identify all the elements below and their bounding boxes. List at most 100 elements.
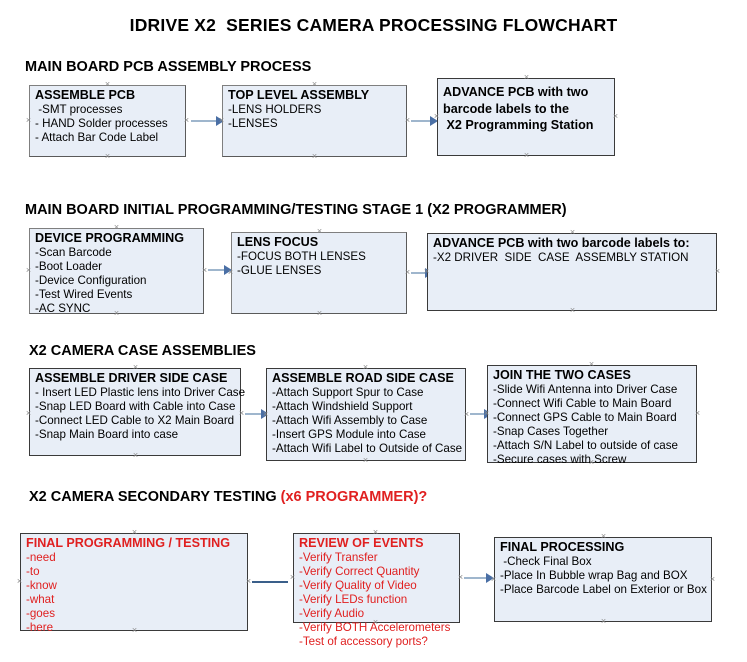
resize-handle-top[interactable] bbox=[523, 74, 530, 81]
box-line: -Attach S/N Label to outside of case bbox=[493, 439, 678, 452]
box-line: -Verify Quality of Video bbox=[299, 579, 417, 592]
box-title: LENS FOCUS bbox=[237, 235, 319, 249]
resize-handle-bottom[interactable] bbox=[569, 307, 576, 314]
resize-handle-bottom[interactable] bbox=[131, 627, 138, 634]
connector-line bbox=[470, 413, 486, 415]
box-title: ASSEMBLE DRIVER SIDE CASE bbox=[35, 371, 228, 385]
box-title: ADVANCE PCB with two barcode labels to: bbox=[433, 236, 690, 250]
box-line: -Device Configuration bbox=[35, 274, 147, 287]
resize-handle-bottom[interactable] bbox=[600, 618, 607, 625]
resize-handle-top[interactable] bbox=[131, 529, 138, 536]
resize-handle-bottom[interactable] bbox=[316, 310, 323, 317]
box-line: -Secure cases with Screw bbox=[493, 453, 627, 466]
box-line: -Boot Loader bbox=[35, 260, 103, 273]
box-line: -here bbox=[26, 621, 54, 634]
box-line: -Verify Audio bbox=[299, 607, 365, 620]
box-line: -FOCUS BOTH LENSES bbox=[237, 250, 366, 263]
resize-handle-left[interactable] bbox=[16, 578, 23, 585]
box-line: -Test Wired Events bbox=[35, 288, 133, 301]
resize-handle-right[interactable] bbox=[404, 269, 411, 276]
box-line: -Snap Cases Together bbox=[493, 425, 609, 438]
box-line: -Place In Bubble wrap Bag and BOX bbox=[500, 569, 688, 582]
resize-handle-bottom[interactable] bbox=[104, 153, 111, 160]
resize-handle-bottom[interactable] bbox=[523, 152, 530, 159]
resize-handle-bottom[interactable] bbox=[588, 459, 595, 466]
connector-line bbox=[191, 120, 218, 122]
resize-handle-left[interactable] bbox=[289, 574, 296, 581]
resize-handle-top[interactable] bbox=[104, 81, 111, 88]
box-advance-pcb-station[interactable]: ADVANCE PCB with two barcode labels to t… bbox=[437, 78, 615, 156]
resize-handle-right[interactable] bbox=[404, 117, 411, 124]
box-line: - Insert LED Plastic lens into Driver Ca… bbox=[35, 386, 246, 399]
resize-handle-bottom[interactable] bbox=[132, 452, 139, 459]
resize-handle-top[interactable] bbox=[372, 529, 379, 536]
box-line: -LENSES bbox=[228, 117, 278, 130]
box-line: -GLUE LENSES bbox=[237, 264, 322, 277]
connector-line bbox=[411, 272, 427, 274]
resize-handle-top[interactable] bbox=[600, 533, 607, 540]
box-line: -Slide Wifi Antenna into Driver Case bbox=[493, 383, 678, 396]
resize-handle-left[interactable] bbox=[423, 268, 430, 275]
resize-handle-right[interactable] bbox=[612, 113, 619, 120]
box-line: -Snap Main Board into case bbox=[35, 428, 179, 441]
resize-handle-left[interactable] bbox=[25, 410, 32, 417]
box-line: -Attach Windshield Support bbox=[272, 400, 413, 413]
resize-handle-top[interactable] bbox=[569, 229, 576, 236]
resize-handle-top[interactable] bbox=[588, 361, 595, 368]
box-join-the-two-cases[interactable]: JOIN THE TWO CASES -Slide Wifi Antenna i… bbox=[487, 365, 697, 466]
section-heading-3: X2 CAMERA CASE ASSEMBLIES bbox=[29, 343, 256, 359]
box-title: JOIN THE TWO CASES bbox=[493, 368, 631, 382]
box-line: -Place Barcode Label on Exterior or Box bbox=[500, 583, 707, 596]
resize-handle-left[interactable] bbox=[25, 117, 32, 124]
box-line: -Verify Transfer bbox=[299, 551, 378, 564]
resize-handle-top[interactable] bbox=[113, 224, 120, 231]
box-advance-pcb-driver-side[interactable]: ADVANCE PCB with two barcode labels to: … bbox=[427, 233, 717, 311]
resize-handle-right[interactable] bbox=[245, 578, 252, 585]
resize-handle-bottom[interactable] bbox=[311, 153, 318, 160]
resize-handle-right[interactable] bbox=[201, 267, 208, 274]
box-final-processing[interactable]: FINAL PROCESSING -Check Final Box -Place… bbox=[494, 537, 712, 622]
resize-handle-top[interactable] bbox=[311, 81, 318, 88]
box-line: -know bbox=[26, 579, 57, 592]
box-title: ASSEMBLE PCB bbox=[35, 88, 136, 102]
box-assemble-road-side-case[interactable]: ASSEMBLE ROAD SIDE CASE -Attach Support … bbox=[266, 368, 466, 461]
resize-handle-left[interactable] bbox=[218, 117, 225, 124]
resize-handle-bottom[interactable] bbox=[362, 457, 369, 464]
resize-handle-right[interactable] bbox=[714, 268, 721, 275]
resize-handle-top[interactable] bbox=[132, 364, 139, 371]
resize-handle-bottom[interactable] bbox=[372, 619, 379, 626]
resize-handle-left[interactable] bbox=[262, 411, 269, 418]
section-heading-1: MAIN BOARD PCB ASSEMBLY PROCESS bbox=[25, 59, 312, 75]
resize-handle-left[interactable] bbox=[25, 267, 32, 274]
box-review-of-events[interactable]: REVIEW OF EVENTS -Verify Transfer -Verif… bbox=[293, 533, 460, 648]
box-lens-focus[interactable]: LENS FOCUS -FOCUS BOTH LENSES -GLUE LENS… bbox=[231, 232, 407, 314]
resize-handle-right[interactable] bbox=[694, 410, 701, 417]
box-device-programming[interactable]: DEVICE PROGRAMMING -Scan Barcode -Boot L… bbox=[29, 228, 204, 315]
box-top-level-assembly[interactable]: TOP LEVEL ASSEMBLY -LENS HOLDERS -LENSES bbox=[222, 85, 407, 157]
section-heading-4-suffix: (x6 PROGRAMMER)? bbox=[280, 489, 428, 505]
resize-handle-top[interactable] bbox=[362, 364, 369, 371]
resize-handle-bottom[interactable] bbox=[113, 310, 120, 317]
box-line: -Connect Wifi Cable to Main Board bbox=[493, 397, 672, 410]
resize-handle-top[interactable] bbox=[316, 228, 323, 235]
resize-handle-left[interactable] bbox=[483, 410, 490, 417]
box-assemble-pcb[interactable]: ASSEMBLE PCB -SMT processes - HAND Solde… bbox=[29, 85, 186, 157]
box-title: TOP LEVEL ASSEMBLY bbox=[228, 88, 370, 102]
resize-handle-right[interactable] bbox=[183, 117, 190, 124]
resize-handle-left[interactable] bbox=[227, 269, 234, 276]
resize-handle-right[interactable] bbox=[238, 410, 245, 417]
box-line: -goes bbox=[26, 607, 56, 620]
box-line: -Attach Wifi Label to Outside of Case bbox=[272, 442, 463, 455]
resize-handle-right[interactable] bbox=[457, 574, 464, 581]
resize-handle-left[interactable] bbox=[433, 113, 440, 120]
box-line: -what bbox=[26, 593, 55, 606]
resize-handle-right[interactable] bbox=[709, 576, 716, 583]
box-line: -LENS HOLDERS bbox=[228, 103, 322, 116]
box-line: - Attach Bar Code Label bbox=[35, 131, 159, 144]
resize-handle-right[interactable] bbox=[463, 411, 470, 418]
resize-handle-left[interactable] bbox=[490, 576, 497, 583]
box-assemble-driver-side-case[interactable]: ASSEMBLE DRIVER SIDE CASE - Insert LED P… bbox=[29, 368, 246, 456]
box-final-programming-testing[interactable]: FINAL PROGRAMMING / TESTING -need -to -k… bbox=[20, 533, 248, 634]
section-heading-2: MAIN BOARD INITIAL PROGRAMMING/TESTING S… bbox=[25, 202, 567, 218]
